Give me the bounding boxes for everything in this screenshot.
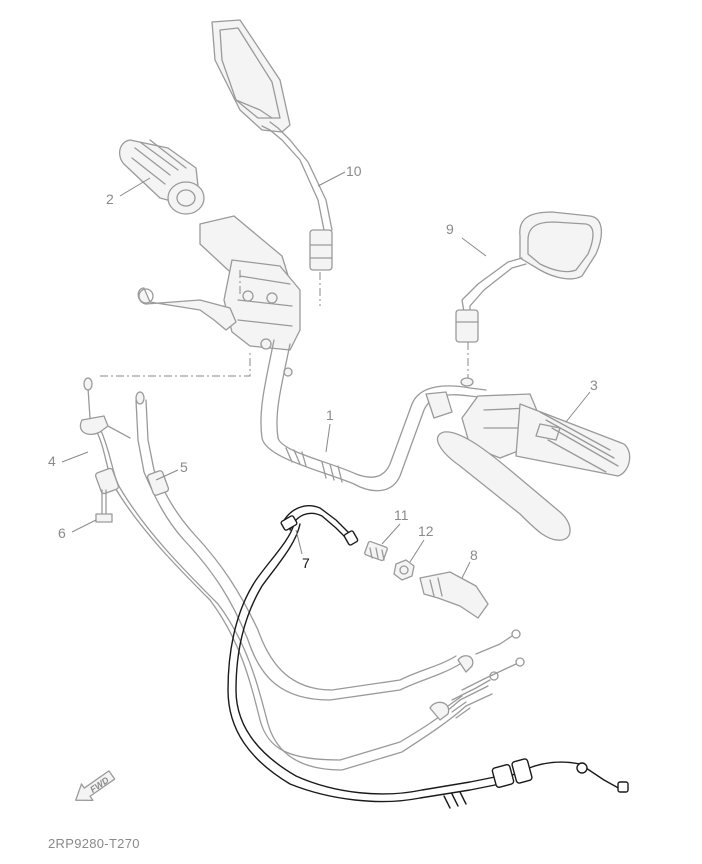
- callout-1[interactable]: 1: [326, 407, 334, 423]
- cable-boot-8[interactable]: [419, 571, 489, 619]
- bolt-6[interactable]: [95, 489, 113, 523]
- callouts: 1 2 3 4 5 6 7 8 9 10 11 12: [48, 163, 598, 571]
- callout-3[interactable]: 3: [590, 377, 598, 393]
- handlebar[interactable]: [260, 339, 487, 492]
- callout-9[interactable]: 9: [446, 221, 454, 237]
- right-mirror[interactable]: [455, 211, 602, 387]
- callout-6[interactable]: 6: [58, 525, 66, 541]
- callout-5[interactable]: 5: [180, 459, 188, 475]
- callout-10[interactable]: 10: [346, 163, 362, 179]
- throttle-cable-7[interactable]: [227, 505, 629, 809]
- callout-12[interactable]: 12: [418, 523, 434, 539]
- callout-7[interactable]: 7: [302, 555, 310, 571]
- right-throttle-grip[interactable]: [436, 393, 631, 541]
- leader-lines: [61, 171, 591, 579]
- left-switch-assembly[interactable]: [137, 215, 301, 377]
- left-mirror[interactable]: [211, 19, 333, 271]
- callout-4[interactable]: 4: [48, 453, 56, 469]
- reference-lines: [100, 270, 469, 378]
- callout-11[interactable]: 11: [394, 507, 409, 523]
- left-grip[interactable]: [119, 139, 205, 215]
- fwd-arrow-icon: FWD: [75, 770, 116, 802]
- cable-5[interactable]: [135, 391, 525, 721]
- drawing-code: 2RP9280-T270: [48, 836, 140, 851]
- callout-2[interactable]: 2: [106, 191, 114, 207]
- adjuster-11[interactable]: [364, 540, 388, 562]
- callout-8[interactable]: 8: [470, 547, 478, 563]
- cable-4[interactable]: [79, 377, 521, 771]
- nut-12[interactable]: [393, 559, 415, 581]
